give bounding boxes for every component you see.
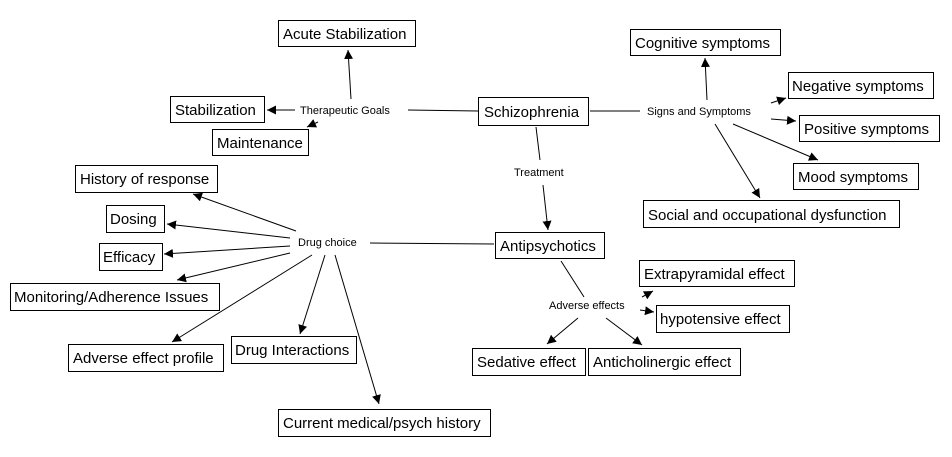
node-label: History of response [80,171,209,188]
edge-adverse-anticholinergic [605,317,643,346]
node-label: Monitoring/Adherence Issues [14,289,208,306]
link-therapeutic-goals: Therapeutic Goals [300,105,390,117]
node-label: Extrapyramidal effect [644,266,785,283]
node-label: Efficacy [103,249,156,266]
edge-therapeutic-goals-acute [344,49,354,100]
node-maintenance[interactable]: Maintenance [212,129,309,156]
edge-drug-choice-adverse-profile [171,254,313,343]
edge-signs-social [714,123,761,199]
node-cognitive-symptoms[interactable]: Cognitive symptoms [630,29,781,56]
edge-drug-choice-interactions [298,254,326,335]
edge-therapeutic-goals-maintenance [306,119,319,128]
link-treatment: Treatment [514,167,564,179]
edge-signs-mood [732,123,819,161]
node-schizophrenia[interactable]: Schizophrenia [478,97,589,126]
node-efficacy[interactable]: Efficacy [99,243,163,271]
link-adverse-effects: Adverse effects [549,300,625,312]
node-hypotensive-effect[interactable]: hypotensive effect [656,305,790,333]
node-label: Current medical/psych history [283,415,481,432]
edge-signs-negative [770,96,787,106]
node-anticholinergic-effect[interactable]: Anticholinergic effect [588,348,741,376]
node-label: Maintenance [217,135,303,152]
node-label: Drug Interactions [235,342,349,359]
edge-antipsychotics-adverse-effects [560,260,585,298]
node-label: Cognitive symptoms [635,35,770,52]
node-label: Acute Stabilization [283,26,406,43]
node-acute-stabilization[interactable]: Acute Stabilization [278,20,416,47]
edge-schizophrenia-therapeutic-goals [407,109,479,112]
node-label: Dosing [110,211,157,228]
node-current-history[interactable]: Current medical/psych history [278,409,491,437]
node-social-dysfunction[interactable]: Social and occupational dysfunction [643,200,900,228]
node-drug-interactions[interactable]: Drug Interactions [231,336,357,364]
edge-treatment-antipsychotics [542,184,552,231]
node-adverse-effect-profile[interactable]: Adverse effect profile [68,344,224,372]
edge-drug-choice-dosing [166,220,291,239]
edges [163,49,819,405]
node-label: Sedative effect [477,354,577,371]
node-stabilization[interactable]: Stabilization [170,96,265,123]
node-label: Antipsychotics [500,238,596,255]
node-label: Stabilization [175,102,256,119]
node-mood-symptoms[interactable]: Mood symptoms [793,163,919,190]
edge-adverse-extrapyramidal [641,290,654,300]
node-label: Adverse effect profile [73,350,214,367]
node-label: Schizophrenia [484,104,580,121]
edge-antipsychotics-drug-choice [369,242,495,245]
node-extrapyramidal-effect[interactable]: Extrapyramidal effect [639,260,795,287]
edge-schizophrenia-treatment [535,126,541,161]
edge-signs-cognitive [700,57,710,101]
node-antipsychotics[interactable]: Antipsychotics [495,232,605,259]
edge-drug-choice-current-history [334,254,381,405]
node-label: Negative symptoms [792,78,924,95]
link-signs-symptoms: Signs and Symptoms [647,106,751,118]
node-negative-symptoms[interactable]: Negative symptoms [788,72,934,99]
node-label: Social and occupational dysfunction [648,207,887,224]
node-label: Mood symptoms [798,169,908,186]
edge-adverse-sedative [546,317,579,345]
link-drug-choice: Drug choice [298,237,357,249]
node-history-of-response[interactable]: History of response [75,165,218,193]
node-monitoring-adherence[interactable]: Monitoring/Adherence Issues [10,283,220,311]
node-positive-symptoms[interactable]: Positive symptoms [799,115,940,142]
edge-adverse-hypotensive [639,306,655,316]
edge-drug-choice-monitoring [176,252,291,283]
link-labels: Therapeutic Goals Signs and Symptoms Tre… [298,105,751,312]
node-dosing[interactable]: Dosing [106,205,165,233]
edge-drug-choice-efficacy [163,245,291,258]
node-sedative-effect[interactable]: Sedative effect [472,348,586,376]
edge-drug-choice-history [192,192,297,232]
node-label: Anticholinergic effect [593,354,732,371]
edge-signs-positive [770,115,797,125]
node-label: Positive symptoms [804,121,929,138]
node-label: hypotensive effect [660,311,781,328]
